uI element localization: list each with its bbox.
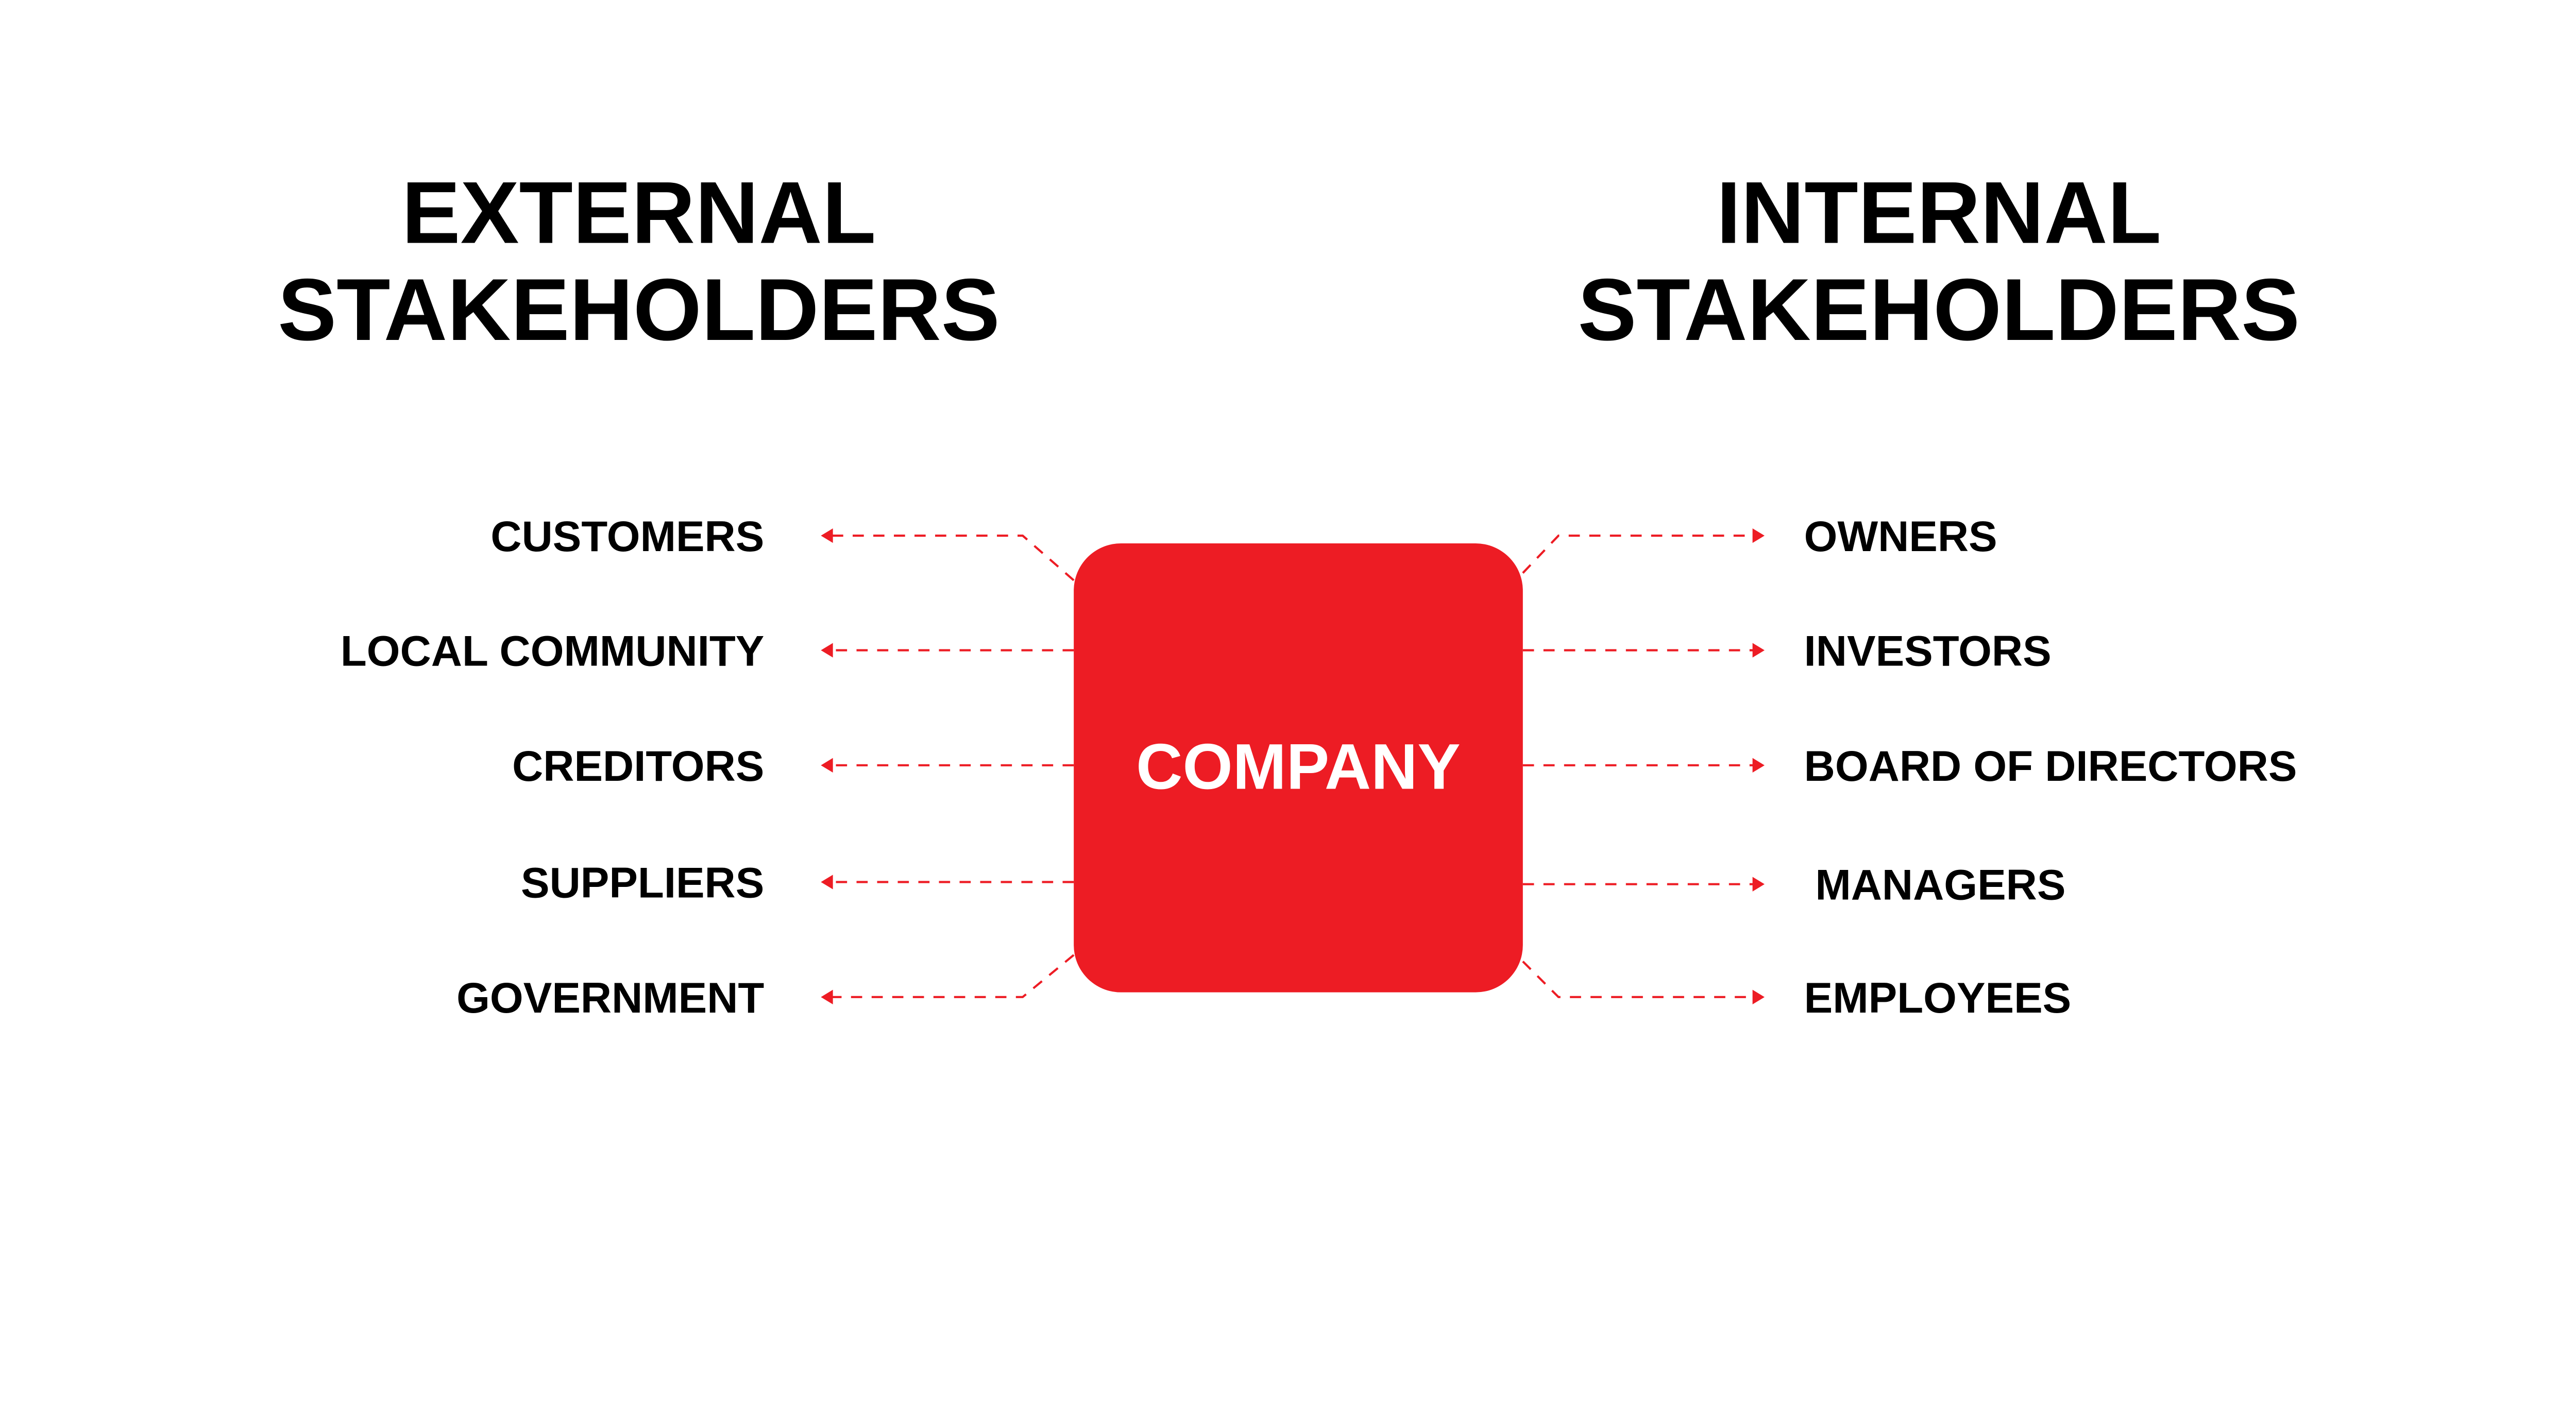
external-stakeholder-label: LOCAL COMMUNITY — [341, 627, 764, 675]
external-stakeholder-label: CREDITORS — [512, 742, 764, 790]
external-connector — [831, 534, 1075, 581]
external-stakeholder-label: GOVERNMENT — [456, 974, 764, 1022]
internal-title-line2: STAKEHOLDERS — [1578, 261, 2300, 359]
internal-stakeholders-group: OWNERS INVESTORS BOARD OF DIRECTORS MANAGER… — [1522, 512, 2297, 1022]
internal-stakeholder-label: MANAGERS — [1815, 861, 2065, 909]
external-title-line2: STAKEHOLDERS — [278, 261, 1000, 359]
internal-stakeholder-label: INVESTORS — [1804, 627, 2052, 675]
internal-stakeholder-label: OWNERS — [1804, 512, 1997, 560]
external-stakeholder-label: CUSTOMERS — [490, 512, 764, 560]
external-title-line1: EXTERNAL — [402, 164, 876, 262]
arrow-right-icon — [1752, 643, 1765, 658]
company-label: COMPANY — [1136, 731, 1461, 803]
company-box — [1074, 543, 1523, 993]
external-stakeholder-label: SUPPLIERS — [521, 859, 764, 907]
arrow-left-icon — [821, 875, 833, 889]
arrow-left-icon — [821, 643, 833, 658]
internal-title-line1: INTERNAL — [1717, 164, 2162, 262]
arrow-left-icon — [821, 758, 833, 773]
internal-connector — [1522, 961, 1754, 998]
arrow-right-icon — [1752, 528, 1765, 543]
internal-connector — [1522, 534, 1754, 574]
external-stakeholders-group: CUSTOMERS LOCAL COMMUNITY CREDITORS SUPPLIE… — [341, 512, 1075, 1022]
arrow-right-icon — [1752, 758, 1765, 773]
internal-stakeholder-label: BOARD OF DIRECTORS — [1804, 742, 2297, 790]
arrow-right-icon — [1752, 877, 1765, 892]
arrow-left-icon — [821, 528, 833, 543]
external-connector — [831, 954, 1075, 998]
internal-stakeholder-label: EMPLOYEES — [1804, 974, 2072, 1022]
stakeholder-diagram: EXTERNAL STAKEHOLDERS INTERNAL STAKEHOLD… — [278, 164, 2300, 1022]
arrow-left-icon — [821, 989, 833, 1004]
arrow-right-icon — [1752, 989, 1765, 1004]
